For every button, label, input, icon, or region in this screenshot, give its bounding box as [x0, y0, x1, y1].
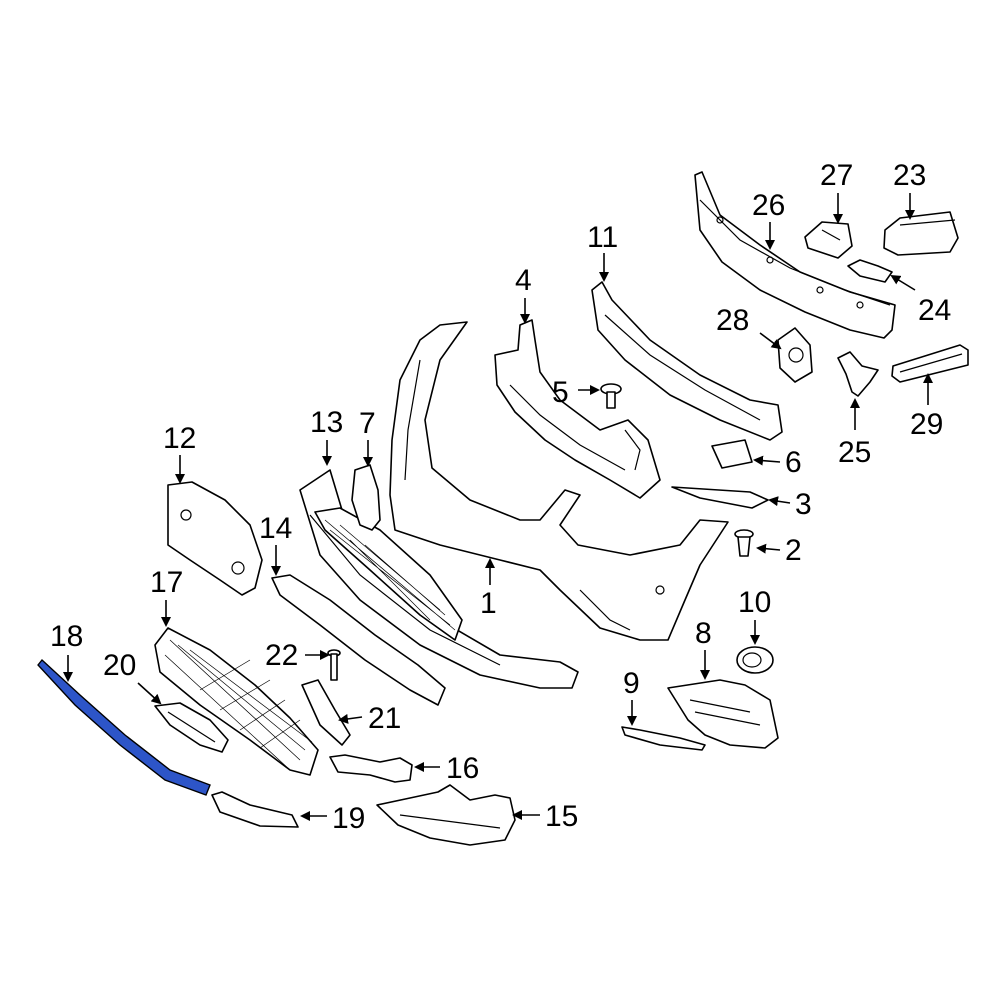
callout-28[interactable]: 28	[716, 304, 749, 337]
callout-9[interactable]: 9	[623, 667, 640, 700]
callout-10[interactable]: 10	[738, 586, 771, 619]
callout-12[interactable]: 12	[163, 422, 196, 455]
part-12-license-bracket[interactable]	[167, 481, 263, 596]
callout-2[interactable]: 2	[785, 534, 802, 567]
part-29-absorber-block[interactable]	[891, 344, 969, 383]
part-14-grille-trim[interactable]	[271, 574, 446, 706]
part-22-pin[interactable]	[327, 649, 341, 681]
part-28-bracket[interactable]	[777, 327, 813, 383]
part-6-cover[interactable]	[711, 439, 753, 469]
callout-14[interactable]: 14	[259, 512, 292, 545]
callout-15[interactable]: 15	[545, 800, 578, 833]
part-16-trim[interactable]	[329, 754, 413, 783]
part-5-bolt[interactable]	[600, 383, 622, 409]
callout-19[interactable]: 19	[332, 802, 365, 835]
part-3-strip[interactable]	[671, 486, 769, 509]
part-27-bracket[interactable]	[804, 221, 853, 259]
callout-4[interactable]: 4	[515, 264, 532, 297]
callout-11[interactable]: 11	[587, 221, 618, 254]
part-18-trim-strip[interactable]	[37, 658, 211, 796]
callout-21[interactable]: 21	[368, 702, 401, 735]
part-20-trim[interactable]	[154, 702, 229, 753]
part-25-bracket[interactable]	[837, 351, 879, 397]
part-7-cover[interactable]	[351, 464, 381, 531]
part-10-sensor[interactable]	[736, 646, 774, 674]
callout-labels: 1 2 3 4 5 6 7 8 9 10 11 12 13 14 15 16 1…	[50, 159, 951, 835]
callout-6[interactable]: 6	[785, 446, 802, 479]
callout-8[interactable]: 8	[695, 617, 712, 650]
part-21-bracket[interactable]	[301, 679, 351, 746]
part-23-crash-box[interactable]	[883, 211, 959, 256]
callout-27[interactable]: 27	[820, 159, 853, 192]
callout-23[interactable]: 23	[893, 159, 926, 192]
part-15-fog-bracket[interactable]	[376, 784, 516, 846]
part-4-bumper-support[interactable]	[494, 319, 661, 499]
part-17-lower-grille[interactable]	[154, 627, 319, 776]
callout-7[interactable]: 7	[359, 407, 376, 440]
callout-29[interactable]: 29	[910, 408, 943, 441]
callout-16[interactable]: 16	[446, 752, 479, 785]
callout-22[interactable]: 22	[265, 639, 298, 672]
callout-17[interactable]: 17	[150, 566, 183, 599]
leader-lines	[63, 193, 933, 821]
callout-13[interactable]: 13	[310, 406, 343, 439]
part-9-strip[interactable]	[621, 726, 706, 751]
part-11-energy-absorber[interactable]	[591, 281, 783, 441]
callout-26[interactable]: 26	[752, 189, 785, 222]
callout-25[interactable]: 25	[838, 436, 871, 469]
callout-18[interactable]: 18	[50, 620, 83, 653]
part-24-plate[interactable]	[847, 259, 893, 283]
callout-24[interactable]: 24	[918, 294, 951, 327]
part-2-clip[interactable]	[734, 529, 754, 557]
callout-1[interactable]: 1	[480, 587, 497, 620]
part-1-bumper-cover[interactable]	[389, 321, 729, 641]
callout-20[interactable]: 20	[103, 649, 136, 682]
callout-3[interactable]: 3	[795, 488, 812, 521]
part-26-reinforcement-bar[interactable]	[694, 171, 896, 339]
part-8-fog-trim[interactable]	[667, 679, 779, 749]
callout-5[interactable]: 5	[552, 376, 569, 409]
part-19-trim[interactable]	[211, 791, 299, 828]
